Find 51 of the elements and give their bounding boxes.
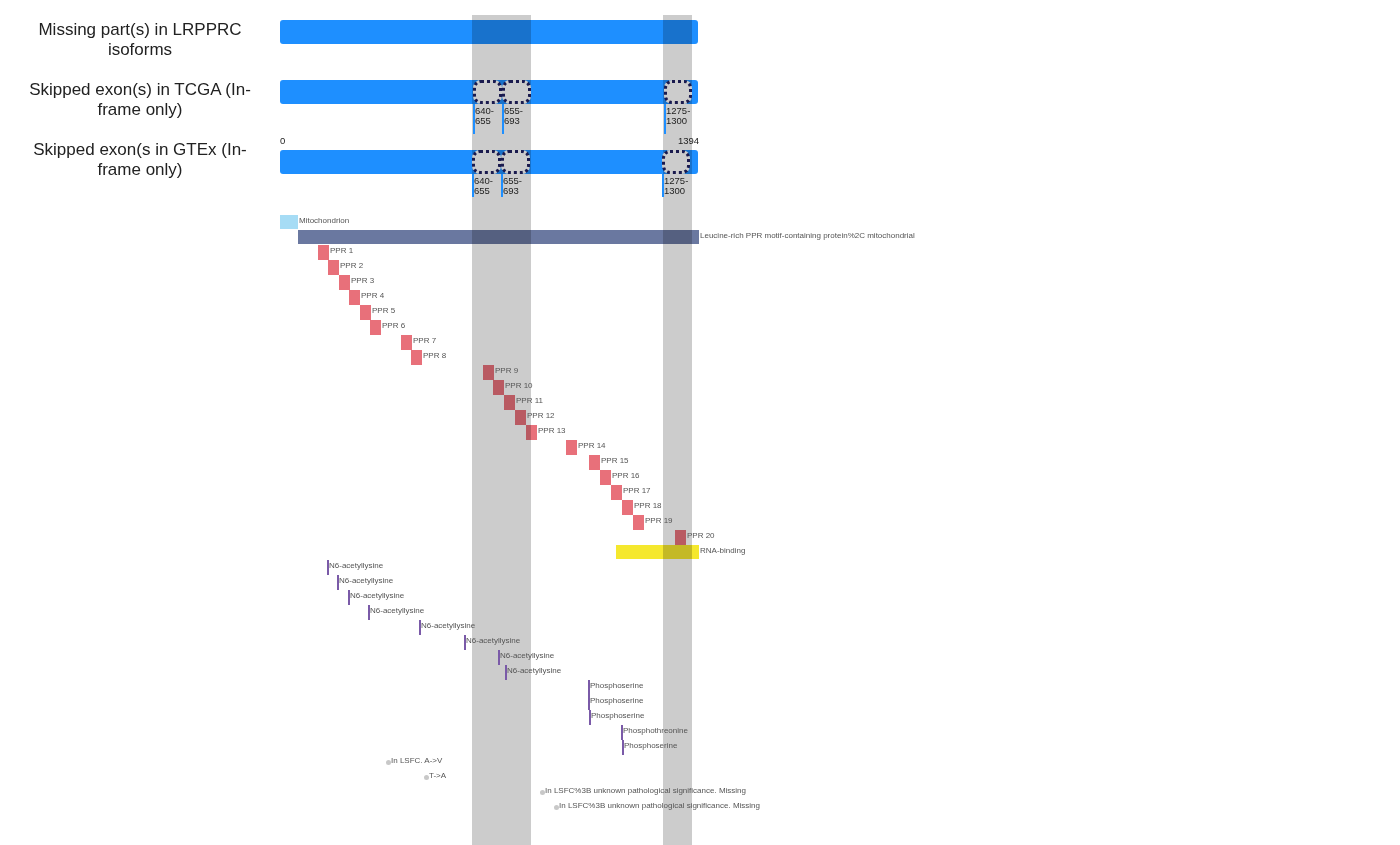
- variant-label: In LSFC%3B unknown pathological significance. Missing: [545, 786, 746, 796]
- feature-label: PPR 10: [505, 381, 533, 391]
- feature-label: PPR 18: [634, 501, 662, 511]
- site-label: Phosphothreonine: [623, 726, 688, 736]
- exon-range-label: 640-655: [475, 106, 494, 126]
- feature-label: PPR 4: [361, 291, 385, 301]
- feature-label: PPR 13: [538, 426, 566, 436]
- track-title: Skipped exon(s in GTEx (In-frame only): [32, 140, 248, 180]
- feature-label: PPR 9: [495, 366, 519, 376]
- track-title: Missing part(s) in LRPPRC isoforms: [37, 20, 243, 60]
- feature-label: PPR 20: [687, 531, 715, 541]
- site-label: N6-acetyllysine: [329, 561, 384, 571]
- axis-end-label: 1394: [678, 135, 700, 146]
- track-title: Skipped exon(s) in TCGA (In-frame only): [28, 80, 252, 120]
- site-label: N6-acetyllysine: [370, 606, 425, 616]
- feature-label: PPR 17: [623, 486, 651, 496]
- feature-label: PPR 2: [340, 261, 364, 271]
- site-label: Phosphoserine: [624, 741, 678, 751]
- feature-label: PPR 3: [351, 276, 375, 286]
- site-label: N6-acetyllysine: [421, 621, 476, 631]
- feature-label: PPR 11: [516, 396, 543, 406]
- exon-range-label: 640-655: [474, 176, 493, 196]
- feature-label: PPR 7: [413, 336, 437, 346]
- site-label: N6-acetyllysine: [350, 591, 405, 601]
- feature-label: PPR 16: [612, 471, 640, 481]
- feature-label: PPR 15: [601, 456, 629, 466]
- variant-label: In LSFC. A->V: [391, 756, 443, 766]
- exon-range-label: 655-693: [504, 106, 523, 126]
- feature-label: PPR 5: [372, 306, 396, 316]
- feature-label: PPR 14: [578, 441, 606, 451]
- feature-label: PPR 1: [330, 246, 354, 256]
- exon-range-label: 655-693: [503, 176, 522, 196]
- feature-label: RNA-binding: [700, 546, 746, 556]
- site-label: N6-acetyllysine: [339, 576, 394, 586]
- variant-label: T->A: [429, 771, 447, 781]
- feature-label: Leucine-rich PPR motif-containing protein%2C mitochondrial: [700, 231, 915, 241]
- feature-label: PPR 6: [382, 321, 406, 331]
- site-label: Phosphoserine: [591, 711, 645, 721]
- feature-label: Mitochondrion: [299, 216, 350, 226]
- axis-start-label: 0: [280, 135, 286, 146]
- site-label: N6-acetyllysine: [466, 636, 521, 646]
- site-label: Phosphoserine: [590, 681, 644, 691]
- feature-label: PPR 19: [645, 516, 673, 526]
- feature-label: PPR 8: [423, 351, 447, 361]
- site-label: Phosphoserine: [590, 696, 644, 706]
- variant-label: In LSFC%3B unknown pathological significance. Missing: [559, 801, 760, 811]
- site-label: N6-acetyllysine: [507, 666, 562, 676]
- site-label: N6-acetyllysine: [500, 651, 555, 661]
- feature-label: PPR 12: [527, 411, 555, 421]
- exon-range-label: 1275-1300: [666, 106, 691, 126]
- exon-range-label: 1275-1300: [664, 176, 689, 196]
